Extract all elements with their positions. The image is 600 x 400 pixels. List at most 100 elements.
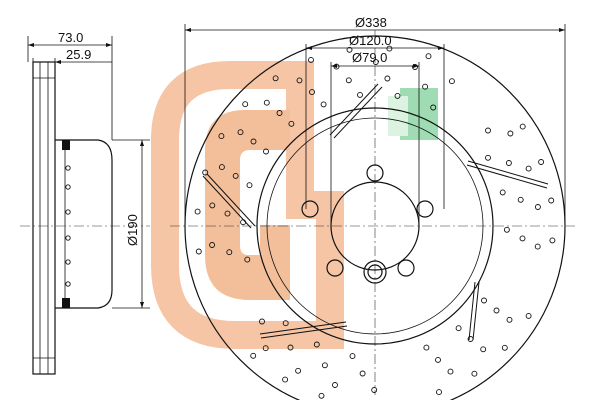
gj-logo-watermark [151, 61, 438, 349]
hat-inner-circle [266, 117, 484, 335]
drilled-hole [525, 165, 532, 172]
drilled-hole [276, 110, 283, 116]
drilled-hole [194, 208, 201, 215]
drilled-hole [549, 237, 556, 244]
drilled-hole [499, 189, 506, 196]
lug-hole [416, 200, 434, 218]
drilled-hole [288, 120, 295, 127]
drilled-hole [237, 129, 244, 136]
drilled-hole [332, 382, 338, 388]
drilled-hole [349, 353, 356, 360]
drilled-hole [534, 243, 541, 250]
drilled-hole [507, 130, 514, 137]
drilled-hole [195, 248, 202, 255]
drilled-hole [423, 344, 430, 351]
drilled-hole [308, 56, 314, 63]
drilled-hole [218, 133, 225, 140]
dim-overall-width: 73.0 [58, 30, 83, 45]
drilled-hole [318, 392, 325, 399]
drilled-hole [517, 196, 524, 203]
drilled-hole [519, 123, 526, 130]
drilled-hole [485, 154, 491, 161]
drilled-hole [538, 159, 545, 165]
drilled-hole [244, 256, 251, 263]
drilled-hole [425, 53, 432, 60]
drilled-hole [345, 77, 352, 84]
drilled-hole [250, 138, 257, 145]
drilled-hole [394, 92, 401, 99]
logo-g-shape [205, 110, 290, 300]
lug-holes [301, 164, 434, 284]
drilled-hole [282, 376, 289, 383]
drilled-hole [218, 164, 225, 171]
dim-bolt-circle: Ø120.0 [349, 33, 392, 48]
drilled-hole [259, 318, 265, 325]
drilled-hole [250, 352, 257, 359]
logo-j-top-light [388, 96, 408, 136]
lug-hole [397, 259, 415, 277]
drilled-hole [481, 297, 487, 304]
side-view: 73.0 25.9 Ø190 [20, 30, 150, 375]
drilled-hole [422, 83, 429, 90]
drilled-hole [309, 89, 315, 96]
drilled-hole [209, 202, 216, 209]
drilled-hole [480, 346, 487, 353]
drilled-hole [501, 344, 508, 351]
drilled-hole [209, 242, 216, 248]
drilled-hole [503, 226, 510, 233]
drilled-hole [430, 104, 437, 111]
drilled-hole [505, 160, 512, 166]
drilled-hole [287, 344, 294, 351]
drilled-hole [282, 320, 289, 327]
drilled-hole [359, 370, 366, 377]
drilled-hole [313, 341, 320, 348]
drilled-hole [467, 336, 474, 342]
side-view-ring-outer [32, 61, 56, 375]
drilled-hole [519, 235, 526, 242]
drilled-hole [485, 127, 491, 134]
dim-hat-width: 25.9 [66, 47, 91, 62]
drilled-hole [525, 312, 532, 319]
dim-center-bore: Ø79.0 [352, 50, 387, 65]
drilled-hole [455, 325, 462, 332]
drilled-hole [436, 389, 442, 396]
drilled-holes [194, 45, 556, 399]
drilled-hole [246, 182, 253, 189]
drilled-hole [262, 345, 269, 352]
drilled-hole [493, 307, 500, 314]
drilled-hole [448, 78, 455, 85]
drilled-hole [548, 197, 555, 204]
drilled-hole [384, 75, 391, 82]
lug-hole [326, 259, 344, 277]
drilled-hole [371, 387, 378, 393]
drilled-hole [272, 75, 279, 82]
drilled-hole [202, 169, 209, 176]
hat-outer-circle [256, 107, 494, 345]
lug-hole [301, 200, 319, 218]
dim-hub-diameter: Ø190 [125, 214, 140, 246]
drilled-hole [506, 316, 513, 323]
front-view: Ø338 Ø120.0 Ø79.0 [170, 15, 575, 400]
drilled-hole [372, 59, 379, 65]
drilled-hole [295, 367, 302, 374]
drilled-hole [320, 101, 327, 108]
lug-hole [366, 164, 384, 182]
drilled-hole [471, 370, 478, 377]
drilled-hole [296, 77, 303, 84]
drilled-hole [263, 99, 270, 106]
logo-g-outer [151, 61, 344, 349]
drilled-hole [242, 101, 249, 108]
drilled-hole [321, 362, 328, 369]
drilled-hole [435, 356, 441, 363]
dim-outer-diameter: Ø338 [355, 15, 387, 30]
drilled-hole [357, 91, 363, 98]
side-view-hat [55, 139, 113, 309]
drilled-hole [534, 204, 541, 210]
drilled-hole [232, 172, 239, 179]
drilled-hole [346, 46, 353, 53]
drilled-hole [240, 219, 247, 226]
drilled-hole [386, 45, 393, 52]
drilled-hole [447, 368, 454, 375]
drilled-hole [263, 148, 269, 155]
